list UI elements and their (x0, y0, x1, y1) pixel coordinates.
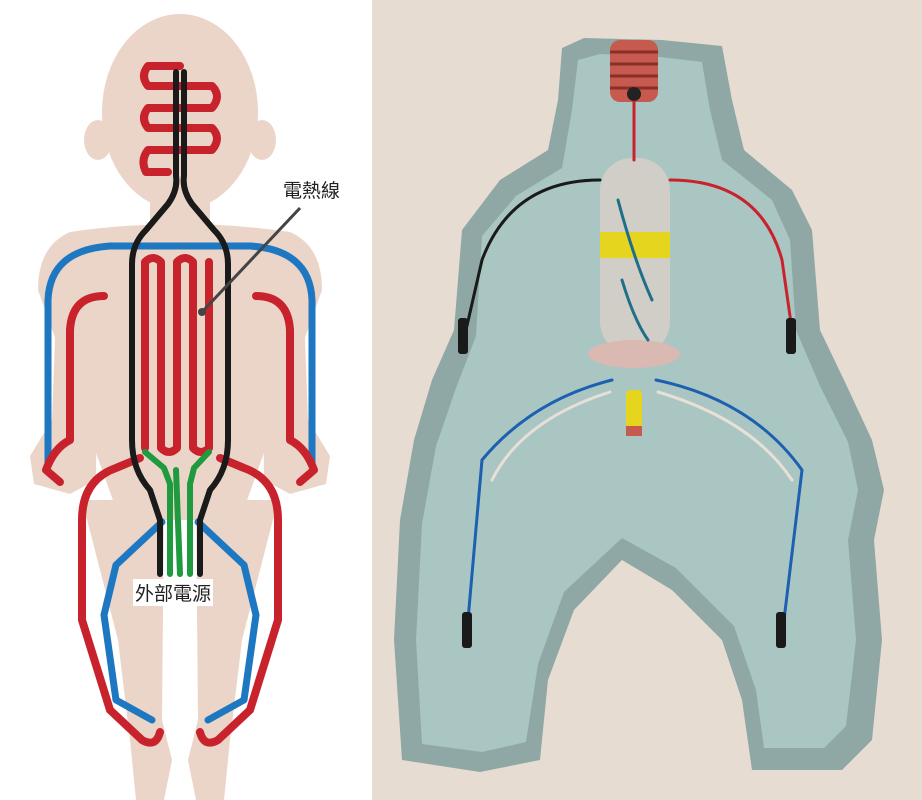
head-coil (610, 40, 658, 102)
heating-wire-leader-dot (198, 308, 206, 316)
heating-wire-label: 電熱線 (283, 176, 340, 203)
mold-photo (372, 0, 922, 800)
heater-wiring-diagram (0, 0, 370, 800)
external-power-label: 外部電源 (133, 579, 213, 606)
